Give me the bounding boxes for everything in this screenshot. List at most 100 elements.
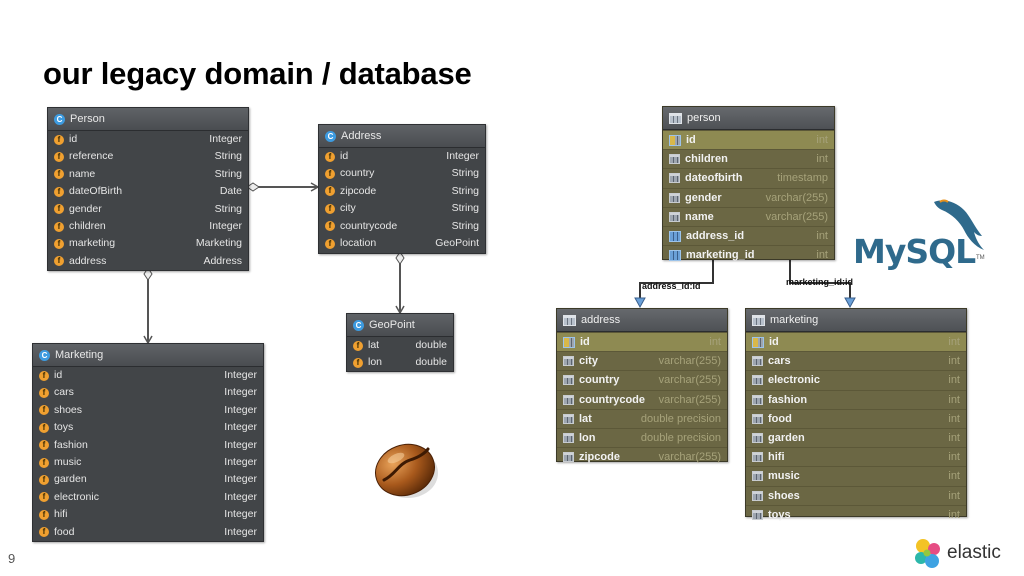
field-icon: f — [39, 370, 49, 381]
field-type: double — [415, 339, 447, 351]
field-name: id — [69, 133, 78, 145]
field-icon: f — [325, 221, 335, 232]
column-icon — [752, 413, 763, 424]
field-type: GeoPoint — [435, 236, 479, 249]
column-type: varchar(255) — [658, 393, 721, 406]
geopoint-class-header: C GeoPoint — [347, 314, 453, 337]
table-column-row[interactable]: hifi int — [746, 447, 966, 466]
column-type: double precision — [640, 431, 721, 444]
field-name: children — [69, 219, 106, 232]
column-type: int — [948, 431, 960, 444]
page-number: 9 — [8, 551, 16, 566]
column-icon — [752, 490, 763, 501]
marketing-fk-label: marketing_id:id — [786, 277, 853, 287]
column-type: int — [948, 451, 960, 464]
field-name: marketing — [69, 237, 116, 250]
field-icon: f — [325, 203, 335, 214]
field-icon: f — [39, 475, 49, 486]
field-type: Marketing — [195, 237, 242, 250]
field-name: reference — [69, 150, 114, 163]
field-icon: f — [39, 492, 49, 503]
field-name: gender — [69, 202, 102, 215]
column-icon — [669, 154, 680, 165]
mysql-trademark: TM — [976, 255, 985, 261]
primary-key-icon — [563, 336, 575, 348]
field-name: fashion — [54, 438, 88, 451]
field-name: hifi — [54, 508, 68, 521]
slide-title: our legacy domain / database — [43, 56, 472, 91]
field-name: lat — [368, 339, 380, 351]
field-icon: f — [39, 457, 49, 468]
person-marketing-link — [143, 267, 153, 345]
field-type: Integer — [209, 219, 242, 232]
field-type: Integer — [224, 490, 257, 503]
field-name: id — [340, 150, 349, 162]
column-icon — [669, 192, 680, 203]
column-name: food — [768, 412, 792, 425]
column-type: timestamp — [777, 172, 828, 185]
field-type: Integer — [224, 525, 257, 538]
column-name: hifi — [768, 451, 785, 464]
field-name: countrycode — [340, 219, 398, 232]
column-icon — [752, 509, 763, 520]
column-name: toys — [768, 508, 791, 521]
column-type: int — [816, 249, 828, 262]
